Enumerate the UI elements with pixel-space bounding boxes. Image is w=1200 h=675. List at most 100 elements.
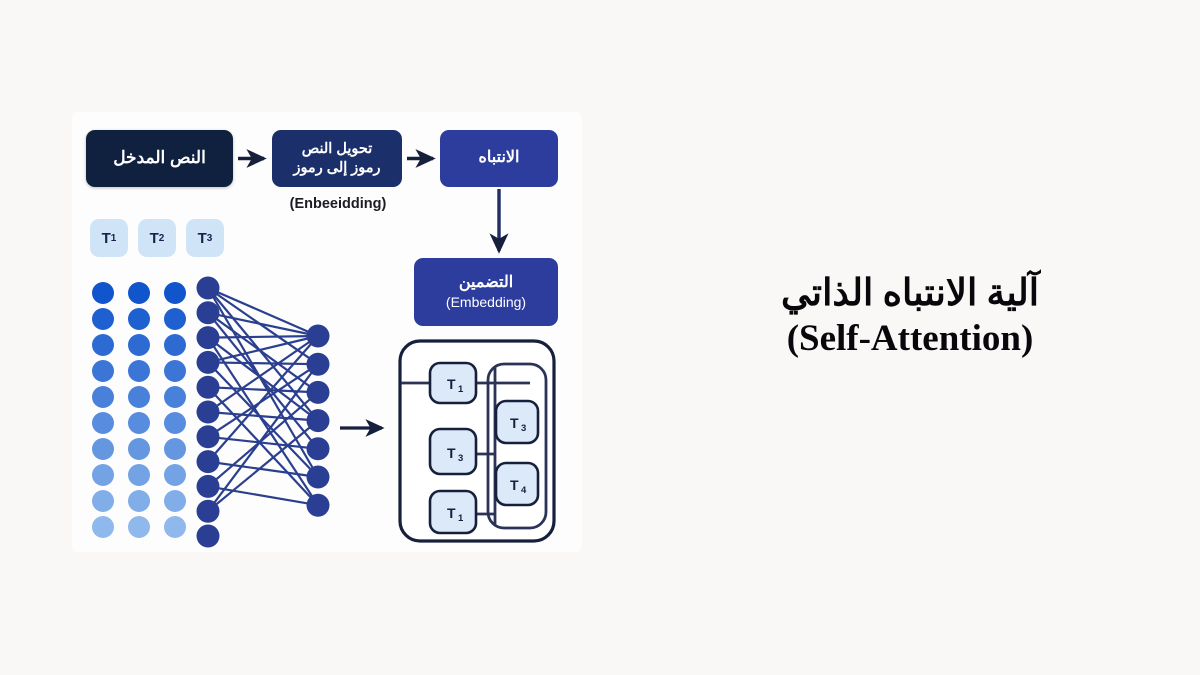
tokenize-caption: (Enbeeidding): [289, 196, 387, 212]
embedding-dot: [164, 282, 186, 304]
embedding-dot: [92, 308, 114, 330]
neural-node-hidden: [196, 524, 220, 548]
embedding-dot: [164, 412, 186, 434]
neural-edge: [207, 363, 319, 438]
neural-node-hidden: [196, 375, 220, 399]
neural-node-output: [306, 437, 330, 461]
attention-right-chip-1: T 3: [494, 399, 540, 445]
neural-node-output: [306, 409, 330, 433]
embedding-dot: [92, 516, 114, 538]
token-chip-t2-label: T: [149, 229, 159, 247]
neural-node-hidden: [196, 350, 220, 374]
embedding-dot: [128, 412, 150, 434]
neural-node-hidden: [196, 326, 220, 350]
neural-edge: [207, 336, 319, 506]
flow-box-embedding-label-ar: التضمين: [458, 273, 514, 291]
flow-box-embedding-label-en: (Embedding): [445, 293, 527, 310]
attention-left-chip-2: T 3: [428, 427, 478, 476]
neural-edge: [207, 334, 319, 364]
token-chip-t3-index: 3: [206, 232, 213, 244]
neural-network-graph: [196, 276, 330, 548]
embedding-dot: [92, 464, 114, 486]
neural-edge: [207, 386, 319, 506]
neural-node-output: [306, 324, 330, 348]
page-title-arabic: آلية الانتباه الذاتي: [780, 273, 1040, 314]
neural-edge: [207, 386, 319, 394]
neural-node-hidden: [196, 276, 220, 300]
attention-right-chip-1-index: 3: [521, 423, 526, 434]
neural-edge: [207, 485, 319, 507]
embedding-dot: [92, 412, 114, 434]
embedding-dot: [92, 386, 114, 408]
flow-box-attention-label: الانتباه: [478, 149, 520, 167]
neural-edge: [207, 363, 319, 512]
attention-right-chip-1-label: T: [510, 415, 519, 431]
neural-node-hidden: [196, 301, 220, 325]
neural-node-hidden: [196, 499, 220, 523]
attention-left-chip-3-index: 1: [458, 513, 464, 524]
neural-edge: [207, 311, 319, 394]
embedding-dot: [128, 490, 150, 512]
neural-edge: [207, 335, 319, 413]
embedding-dot: [92, 438, 114, 460]
attention-left-chip-1-index: 1: [458, 384, 464, 395]
embedding-dot: [92, 490, 114, 512]
neural-node-hidden: [196, 425, 220, 449]
embedding-dot: [164, 334, 186, 356]
neural-edge: [207, 435, 319, 450]
flow-box-tokenize: تحويل النص رموز إلى رموز: [272, 130, 402, 187]
embedding-dot: [128, 282, 150, 304]
attention-left-chip-2-label: T: [447, 445, 456, 461]
neural-node-output: [306, 493, 330, 517]
flow-box-attention: الانتباه: [440, 130, 558, 187]
neural-node-output: [306, 380, 330, 404]
embedding-dot: [164, 490, 186, 512]
flow-box-tokenize-line2: رموز إلى رموز: [293, 159, 381, 176]
neural-edge: [207, 361, 319, 478]
neural-edge: [207, 287, 319, 366]
embedding-dot: [128, 438, 150, 460]
token-chip-t1-label: T: [101, 229, 111, 247]
neural-edge: [207, 287, 319, 422]
attention-inner-frame: [486, 362, 548, 530]
flow-box-embedding: التضمين (Embedding): [414, 258, 558, 326]
flow-box-input: النص المدخل: [86, 130, 233, 187]
attention-right-chip-2: T 4: [494, 461, 540, 507]
attention-left-chip-3: T 1: [428, 489, 478, 535]
attention-left-chip-1-label: T: [447, 376, 456, 392]
embedding-dot: [92, 282, 114, 304]
neural-edge: [207, 460, 319, 479]
neural-node-hidden: [196, 450, 220, 474]
embedding-dot: [128, 386, 150, 408]
embedding-dot: [164, 516, 186, 538]
embedding-dot: [128, 464, 150, 486]
self-attention-module: T 1 T 3 T 1 T 3 T 4: [398, 339, 556, 543]
attention-right-chip-2-label: T: [510, 477, 519, 493]
embedding-dot: [128, 308, 150, 330]
embedding-dot: [164, 464, 186, 486]
embedding-dot: [92, 334, 114, 356]
attention-left-chip-3-label: T: [447, 505, 456, 521]
embedding-dot: [128, 334, 150, 356]
neural-edge: [207, 286, 319, 338]
attention-left-chip-2-index: 3: [458, 453, 463, 464]
attention-left-chip-1: T 1: [428, 361, 478, 405]
neural-edge: [207, 410, 319, 422]
token-chip-t3-label: T: [197, 229, 207, 247]
flow-box-input-label: النص المدخل: [113, 148, 206, 168]
embedding-dot: [164, 308, 186, 330]
neural-edge: [207, 335, 319, 463]
page-title-english: (Self-Attention): [786, 317, 1034, 359]
flow-box-tokenize-line1: تحويل النص: [301, 140, 373, 157]
token-chip-t1-index: 1: [110, 232, 117, 244]
title-block: آلية الانتباه الذاتي (Self-Attention): [660, 272, 1160, 361]
attention-right-chip-2-index: 4: [521, 485, 527, 496]
neural-edge: [207, 334, 319, 339]
embedding-dot: [164, 360, 186, 382]
neural-edge: [207, 311, 319, 338]
